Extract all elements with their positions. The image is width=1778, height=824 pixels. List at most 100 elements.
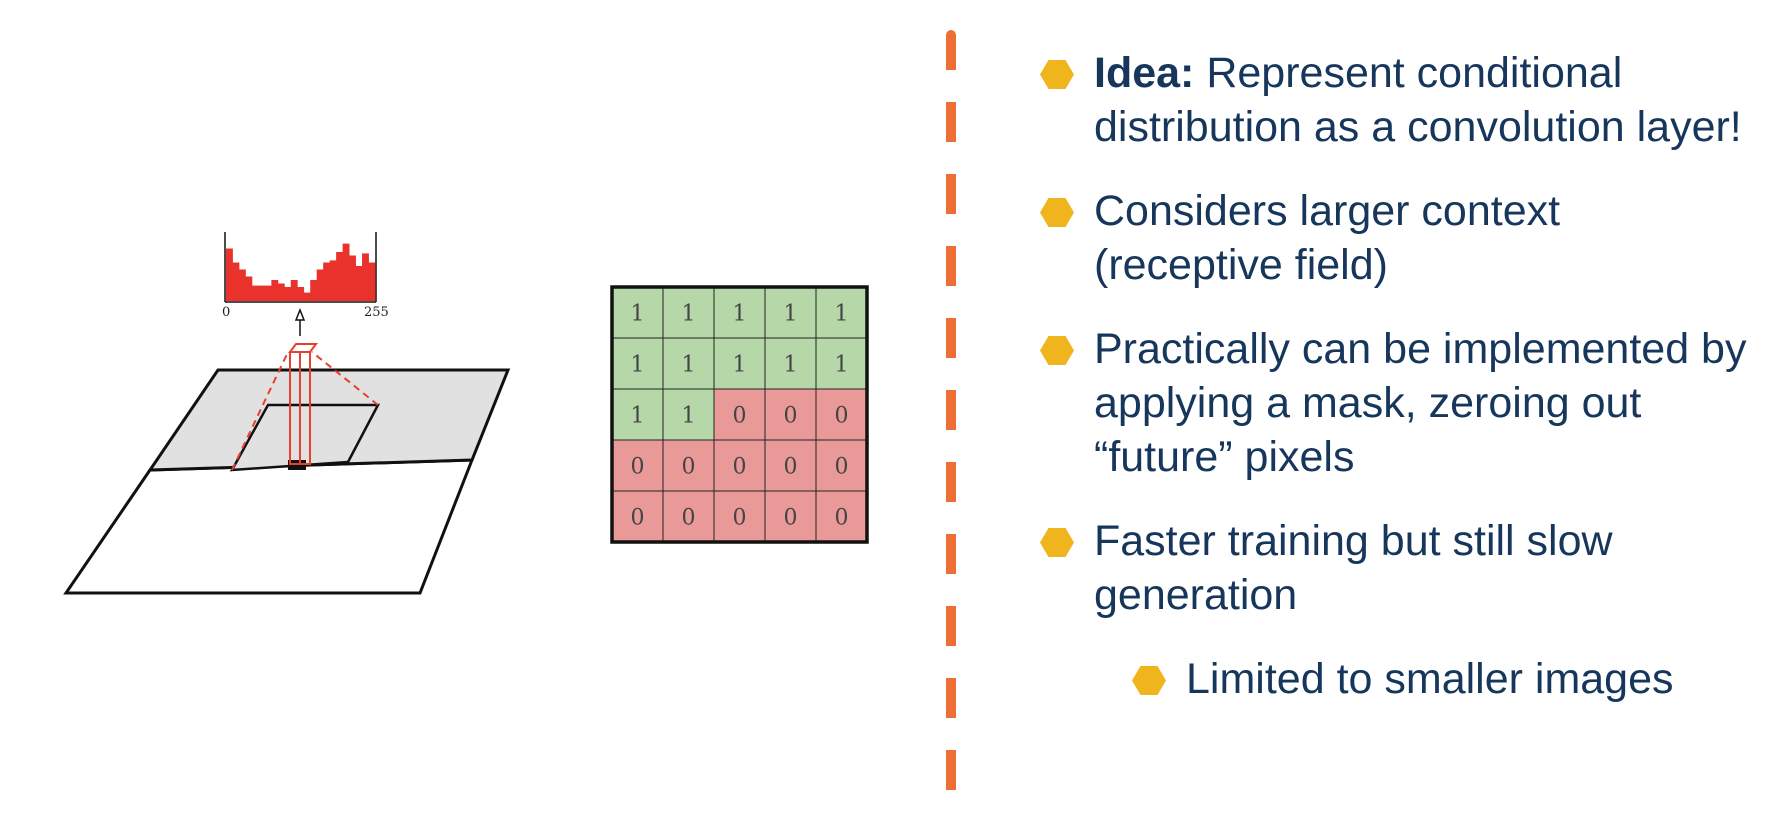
mask-cell-value: 1: [784, 302, 798, 327]
mask-cell-value: 0: [835, 404, 849, 429]
mask-cell-value: 1: [784, 353, 798, 378]
bullet-idea: Idea: Represent conditional distribution…: [1040, 46, 1760, 154]
mask-cell: [764, 439, 817, 492]
histogram-bar: [303, 292, 311, 301]
bullet-text: Practically can be implemented by applyi…: [1094, 325, 1747, 481]
histogram-bar: [349, 255, 356, 301]
histogram-bar: [342, 243, 350, 301]
mask-cell: [815, 337, 868, 390]
cone-top: [288, 343, 318, 353]
histogram-bar: [316, 269, 324, 301]
histogram-bar: [290, 280, 298, 301]
sub-bullet-limited: Limited to smaller images: [1132, 652, 1760, 706]
mask-cell: [662, 490, 715, 543]
bullet-text: Considers larger context (receptive fiel…: [1094, 187, 1561, 289]
histogram-bar: [336, 252, 344, 301]
image-planes: [63, 368, 511, 595]
bullet-bold-label: Idea:: [1094, 49, 1195, 97]
mask-cell: [611, 490, 664, 543]
histogram-bar: [297, 287, 305, 301]
mask-cell-value: 0: [682, 455, 696, 480]
hexagon-bullet-icon: [1040, 60, 1074, 89]
hexagon-bullet-icon: [1040, 336, 1074, 365]
mask-cell-value: 0: [784, 404, 798, 429]
mask-cell: [713, 490, 766, 543]
mask-cell: [713, 286, 766, 339]
mask-cell-value: 1: [733, 353, 747, 378]
histogram-bar: [251, 285, 259, 301]
histogram-bar: [258, 285, 266, 301]
mask-cell: [764, 337, 817, 390]
mask-cell-value: 1: [733, 302, 747, 327]
mask-cell: [662, 388, 715, 441]
hexagon-bullet-icon: [1132, 666, 1166, 695]
bullet-mask: Practically can be implemented by applyi…: [1040, 322, 1760, 484]
mask-cell-value: 1: [631, 353, 645, 378]
histogram: 0 255: [222, 232, 389, 320]
mask-cell: [815, 388, 868, 441]
histogram-max-label: 255: [364, 305, 389, 320]
mask-cell-value: 0: [631, 506, 645, 531]
mask-cell-value: 0: [733, 404, 747, 429]
pixelcnn-figure: 0 255 1 1 1 1 1 1 1 1 1 1 1 1 0 0 0 0 0 0 0 0 0 0 0 0 0: [63, 232, 869, 595]
hexagon-bullet-icon: [1040, 198, 1074, 227]
mask-cell-value: 1: [835, 302, 849, 327]
bullet-training: Faster training but still slow generatio…: [1040, 514, 1760, 622]
cone-lines: [231, 343, 379, 471]
mask-cell-value: 0: [784, 455, 798, 480]
bullet-context: Considers larger context (receptive fiel…: [1040, 184, 1760, 292]
histogram-bar: [226, 248, 233, 301]
mask-cell-value: 1: [835, 353, 849, 378]
receptive-window: [229, 403, 381, 472]
mask-cell-value: 1: [631, 404, 645, 429]
histogram-bar: [362, 253, 369, 301]
mask-cell-value: 0: [784, 506, 798, 531]
histogram-bars: [226, 243, 376, 301]
mask-cell: [815, 439, 868, 492]
histogram-bar: [323, 262, 331, 301]
mask-cell: [611, 337, 664, 390]
histogram-bar: [355, 266, 363, 301]
dashed-divider: [946, 30, 956, 800]
mask-grid: 1 1 1 1 1 1 1 1 1 1 1 1 0 0 0 0 0 0 0 0 0 0 0 0 0: [610, 285, 869, 544]
histogram-bar: [238, 269, 246, 301]
mask-cell-value: 0: [835, 455, 849, 480]
histogram-bar: [329, 260, 337, 301]
histogram-bar: [368, 262, 376, 301]
mask-cell: [764, 286, 817, 339]
lower-plane: [63, 458, 475, 595]
histogram-bar: [232, 262, 240, 301]
hexagon-bullet-icon: [1040, 528, 1074, 557]
histogram-min-label: 0: [222, 305, 230, 320]
mask-cell: [764, 388, 817, 441]
histogram-bar: [284, 287, 292, 301]
histogram-bar: [245, 276, 253, 301]
mask-cell: [713, 388, 766, 441]
mask-cell-value: 1: [682, 302, 696, 327]
up-arrow: [294, 307, 306, 336]
histogram-bar: [277, 283, 285, 301]
histogram-bar: [264, 285, 272, 301]
mask-cell-value: 1: [682, 353, 696, 378]
mask-cell: [713, 337, 766, 390]
bullet-text: Faster training but still slow generatio…: [1094, 517, 1613, 619]
mask-grid-border: [610, 285, 869, 544]
mask-cell-value: 0: [631, 455, 645, 480]
mask-cell: [611, 388, 664, 441]
mask-cell: [611, 286, 664, 339]
mask-cell-value: 1: [682, 404, 696, 429]
histogram-bar: [310, 280, 318, 301]
cone-line-left: [231, 351, 289, 471]
mask-cell: [662, 439, 715, 492]
mask-cell-value: 0: [682, 506, 696, 531]
mask-cell: [713, 439, 766, 492]
mask-cell-value: 0: [733, 455, 747, 480]
bullet-text: Represent conditional distribution as a …: [1094, 49, 1742, 151]
bullet-list: Idea: Represent conditional distribution…: [1040, 46, 1760, 736]
bullet-text: Limited to smaller images: [1186, 655, 1674, 703]
mask-cell-value: 0: [835, 506, 849, 531]
cone-line-right: [311, 351, 379, 406]
mask-cell-value: 1: [631, 302, 645, 327]
histogram-bar: [271, 280, 279, 301]
mask-cell-value: 0: [733, 506, 747, 531]
